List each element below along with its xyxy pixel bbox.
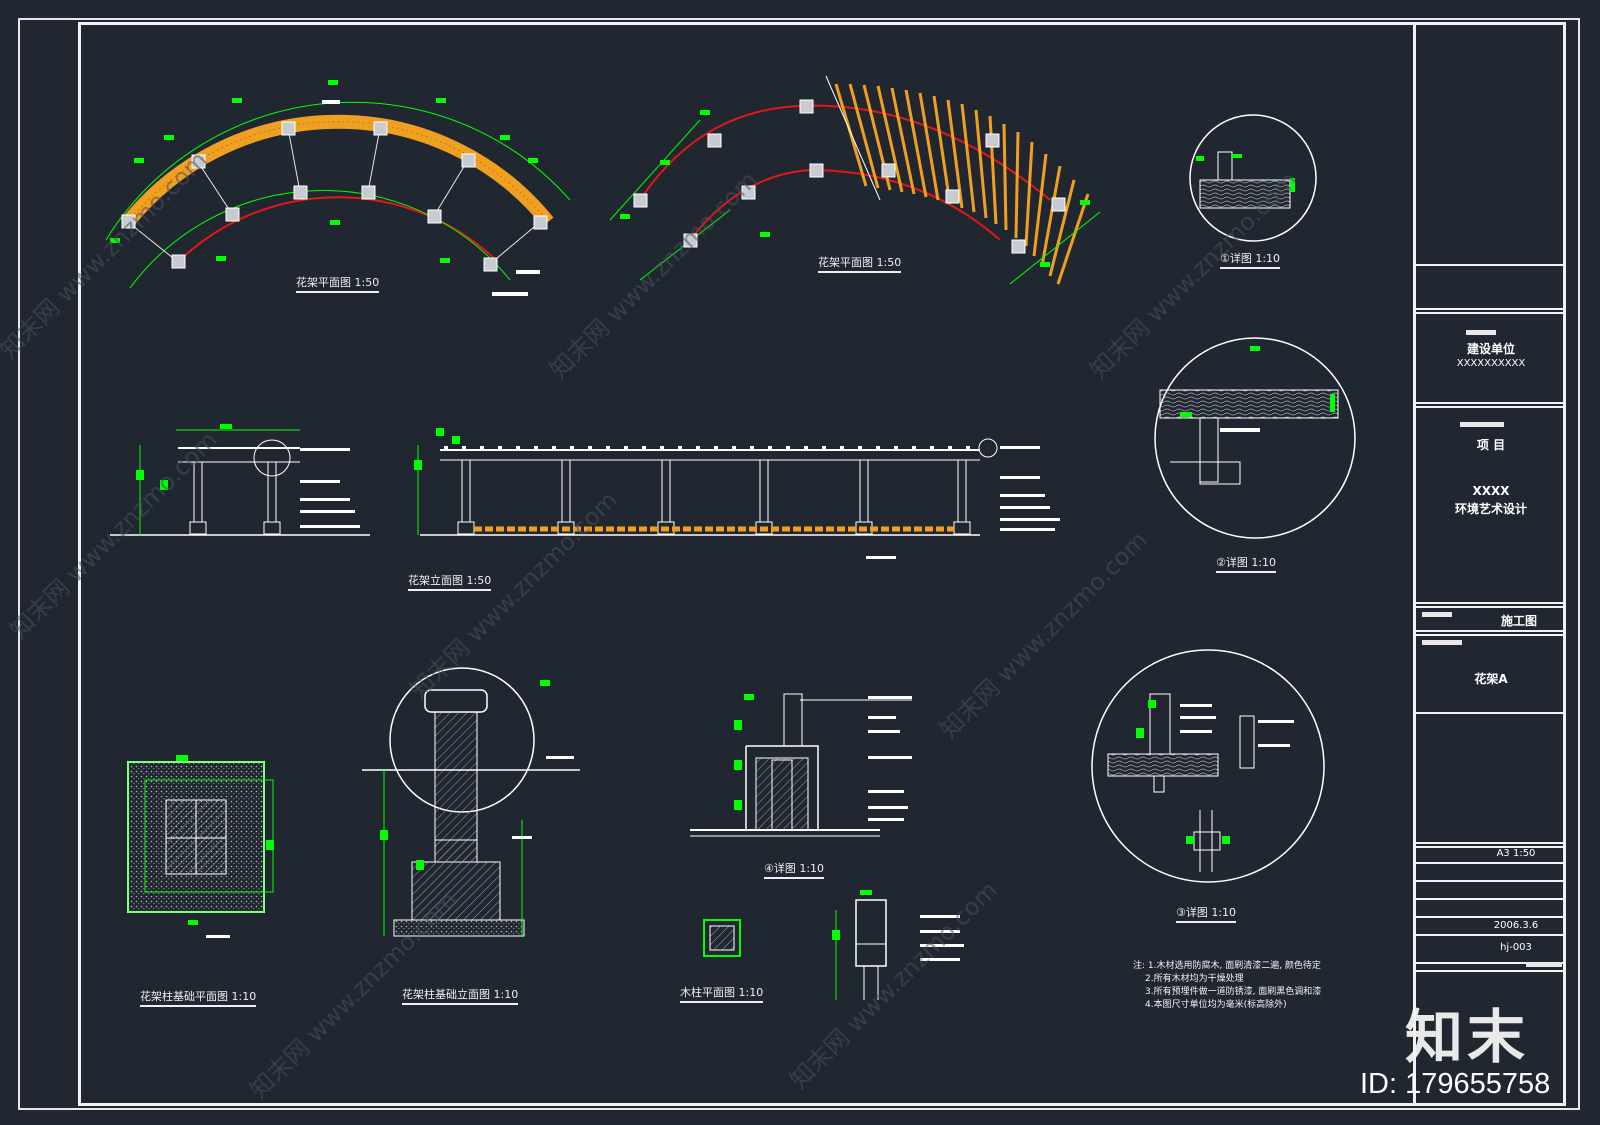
plan-a-drawing [105,80,571,296]
watermark-brand-logo: 知末 [1405,1003,1530,1071]
plan-b-drawing [609,75,1101,285]
detail-4-drawing [690,693,912,837]
project-name: 环境艺术设计 [1454,502,1527,516]
post-plan-drawing [703,919,741,957]
stage-label: 施工图 [1500,614,1537,628]
label-footing-elevation: 花架柱基础立面图 1:10 [402,986,519,1005]
note-line: 注: 1.木材选用防腐木, 面刷清漆二遍, 颜色待定 [1133,961,1321,971]
footing-plan-drawing [127,755,274,938]
watermark-text: 知末网 www.znzmo.com [544,166,762,384]
drawing-border-outer [18,18,1580,1110]
label-plan-b: 花架平面图 1:50 [818,254,902,273]
watermark-text: 知末网 www.znzmo.com [784,876,1002,1094]
label-detail-2: ②详图 1:10 [1216,554,1277,573]
detail-1-drawing [1189,114,1317,242]
design-unit-value: XXXXXXXXXX [1456,358,1526,369]
label-post-plan: 木柱平面图 1:10 [680,984,764,1003]
drawing-number: hj-003 [1500,942,1532,953]
label-detail-1: ①详图 1:10 [1220,250,1281,269]
detail-3-drawing [1091,649,1325,883]
watermark-text: 知末网 www.znzmo.com [934,526,1152,744]
label-plan-a: 花架平面图 1:50 [296,274,380,293]
watermark-text: 知末网 www.znzmo.com [404,486,622,704]
watermark-id: ID: 179655758 [1360,1068,1551,1100]
design-unit-label: 建设单位 [1466,342,1515,356]
date-value: 2006.3.6 [1493,920,1539,931]
elevation-drawing [110,424,1060,559]
label-detail-4: ④详图 1:10 [764,860,825,879]
detail-2-drawing [1154,337,1356,539]
note-line: 3.所有预埋件做一道防锈漆, 面刷黑色调和漆 [1145,987,1322,997]
scale-value: A3 1:50 [1496,848,1536,859]
joint-detail-drawing [832,890,964,1000]
drawing-notes: 注: 1.木材选用防腐木, 面刷清漆二遍, 颜色待定 2.所有木材均为干燥处理 … [1133,960,1321,1012]
label-detail-3: ③详图 1:10 [1176,904,1237,923]
drawing-name: 花架A [1474,672,1508,686]
drawing-border-inner [78,22,1566,1106]
note-line: 4.本图尺寸单位均为毫米(标高除外) [1145,1000,1287,1010]
project-label: 项 目 [1476,438,1506,452]
label-elevation: 花架立面图 1:50 [408,572,492,591]
note-line: 2.所有木材均为干燥处理 [1145,974,1244,984]
label-footing-plan: 花架柱基础平面图 1:10 [140,988,257,1007]
footing-elevation-drawing [362,667,580,937]
project-code: XXXX [1472,484,1510,498]
title-block: 建设单位 XXXXXXXXXX 项 目 XXXX 环境艺术设计 施工图 花架A … [1413,22,1566,1106]
